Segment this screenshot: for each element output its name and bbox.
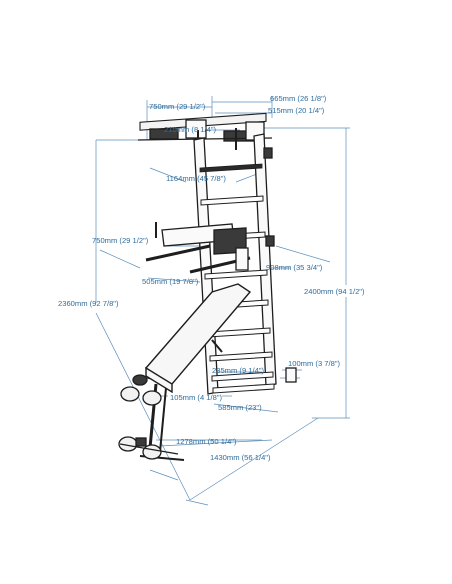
dim-515: 515mm (20 1/4"): [268, 106, 325, 115]
dim-750-dip: 750mm (29 1/2"): [92, 236, 149, 245]
dimension-lines: [95, 96, 350, 506]
dim-1430: 1430mm (56 1/4"): [210, 453, 271, 462]
dim-585: 585mm (23"): [218, 403, 262, 412]
workout-bench: [118, 283, 252, 461]
dim-2360: 2360mm (92 7/8"): [58, 299, 119, 308]
dim-210: 210mm (8 1/4"): [164, 125, 217, 134]
dim-100: 100mm (3 7/8"): [288, 359, 341, 368]
dim-1278: 1278mm (50 1/4"): [176, 437, 237, 446]
dim-665: 665mm (26 1/8"): [270, 94, 327, 103]
dim-908: 908mm (35 3/4"): [266, 263, 323, 272]
pull-up-bar: [137, 112, 273, 150]
dimension-labels: 665mm (26 1/8") 515mm (20 1/4") 750mm (2…: [58, 94, 365, 462]
dim-1164: 1164mm (45 7/8"): [166, 174, 226, 183]
dip-bars: [145, 222, 251, 274]
dim-2400: 2400mm (94 1/2"): [304, 287, 365, 296]
dim-505: 505mm (19 7/8"): [142, 277, 199, 286]
dim-750-top: 750mm (29 1/2"): [149, 102, 206, 111]
dim-105: 105mm (4 1/8"): [170, 393, 223, 402]
dim-235: 235mm (9 1/4"): [212, 366, 265, 375]
